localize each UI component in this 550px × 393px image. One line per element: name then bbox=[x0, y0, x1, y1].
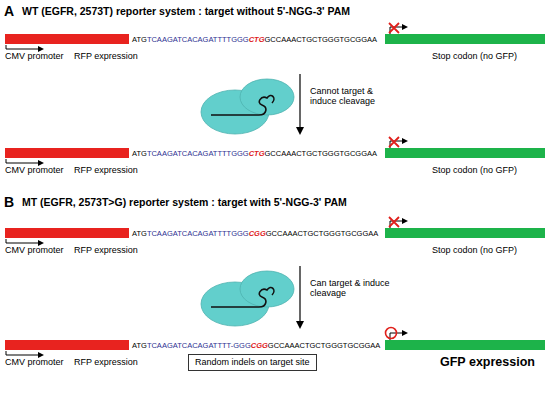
sequence-segment: GCCAAACTGCTGGGTGCGGAA bbox=[265, 149, 378, 158]
sequence-segment: TCAAGATCACAGATTTT-GGG bbox=[147, 341, 251, 350]
cleavage-note: Can target & induce cleavage bbox=[310, 278, 402, 299]
sequence-segment: ATG bbox=[132, 341, 147, 350]
dna-sequence: ATGTCAAGATCACAGATTTTGGGCTGGCCAAACTGCTGGG… bbox=[132, 35, 377, 44]
cleavage-note: Cannot target & induce cleavage bbox=[310, 86, 402, 107]
dna-sequence: ATGTCAAGATCACAGATTTT-GGGCGGGCCAAACTGCTGG… bbox=[132, 341, 380, 350]
sequence-segment: ATG bbox=[132, 149, 147, 158]
panel-letter: A bbox=[4, 3, 14, 19]
sequence-segment: ATG bbox=[132, 35, 147, 44]
panel-title: WT (EGFR, 2573T) reporter system : targe… bbox=[22, 5, 350, 17]
gene-label: RFP expression bbox=[74, 165, 138, 175]
stop-note: Stop codon (no GFP) bbox=[432, 51, 517, 61]
rfp-bar bbox=[5, 34, 129, 44]
sequence-segment: CTG bbox=[249, 149, 265, 158]
box-text: Random indels on target site bbox=[195, 357, 310, 368]
gfp-bar bbox=[385, 34, 545, 44]
sequence-segment: CTG bbox=[249, 35, 265, 44]
promoter-label: CMV promoter bbox=[5, 165, 64, 175]
sequence-segment: ATG bbox=[132, 229, 147, 238]
gene-label: RFP expression bbox=[74, 245, 138, 255]
sequence-segment: CGG bbox=[249, 229, 266, 238]
panel-letter: B bbox=[4, 194, 14, 210]
sequence-segment: GCCAAACTGCTGGGTGCGGAA bbox=[266, 229, 379, 238]
sequence-segment: TCAAGATCACAGATTTTGGG bbox=[147, 229, 249, 238]
sequence-segment: GCCAAACTGCTGGGTGCGGAA bbox=[265, 35, 378, 44]
dna-sequence: ATGTCAAGATCACAGATTTTGGGCTGGCCAAACTGCTGGG… bbox=[132, 149, 377, 158]
panel-title: MT (EGFR, 2573T>G) reporter system : tar… bbox=[22, 196, 347, 208]
annotation-box: Random indels on target site bbox=[188, 354, 317, 371]
stop-note: Stop codon (no GFP) bbox=[432, 165, 517, 175]
sequence-segment: TCAAGATCACAGATTTTGGG bbox=[147, 35, 249, 44]
promoter-label: CMV promoter bbox=[5, 245, 64, 255]
stop-note: Stop codon (no GFP) bbox=[432, 245, 517, 255]
sequence-segment: TCAAGATCACAGATTTTGGG bbox=[147, 149, 249, 158]
gene-label: RFP expression bbox=[74, 357, 138, 367]
sequence-segment: CGG bbox=[251, 341, 268, 350]
promoter-label: CMV promoter bbox=[5, 51, 64, 61]
sequence-segment: GCCAAACTGCTGGGTGCGGAA bbox=[268, 341, 381, 350]
promoter-label: CMV promoter bbox=[5, 357, 64, 367]
dna-sequence: ATGTCAAGATCACAGATTTTGGGCGGGCCAAACTGCTGGG… bbox=[132, 229, 378, 238]
gfp-label: GFP expression bbox=[440, 355, 535, 369]
gene-label: RFP expression bbox=[74, 51, 138, 61]
